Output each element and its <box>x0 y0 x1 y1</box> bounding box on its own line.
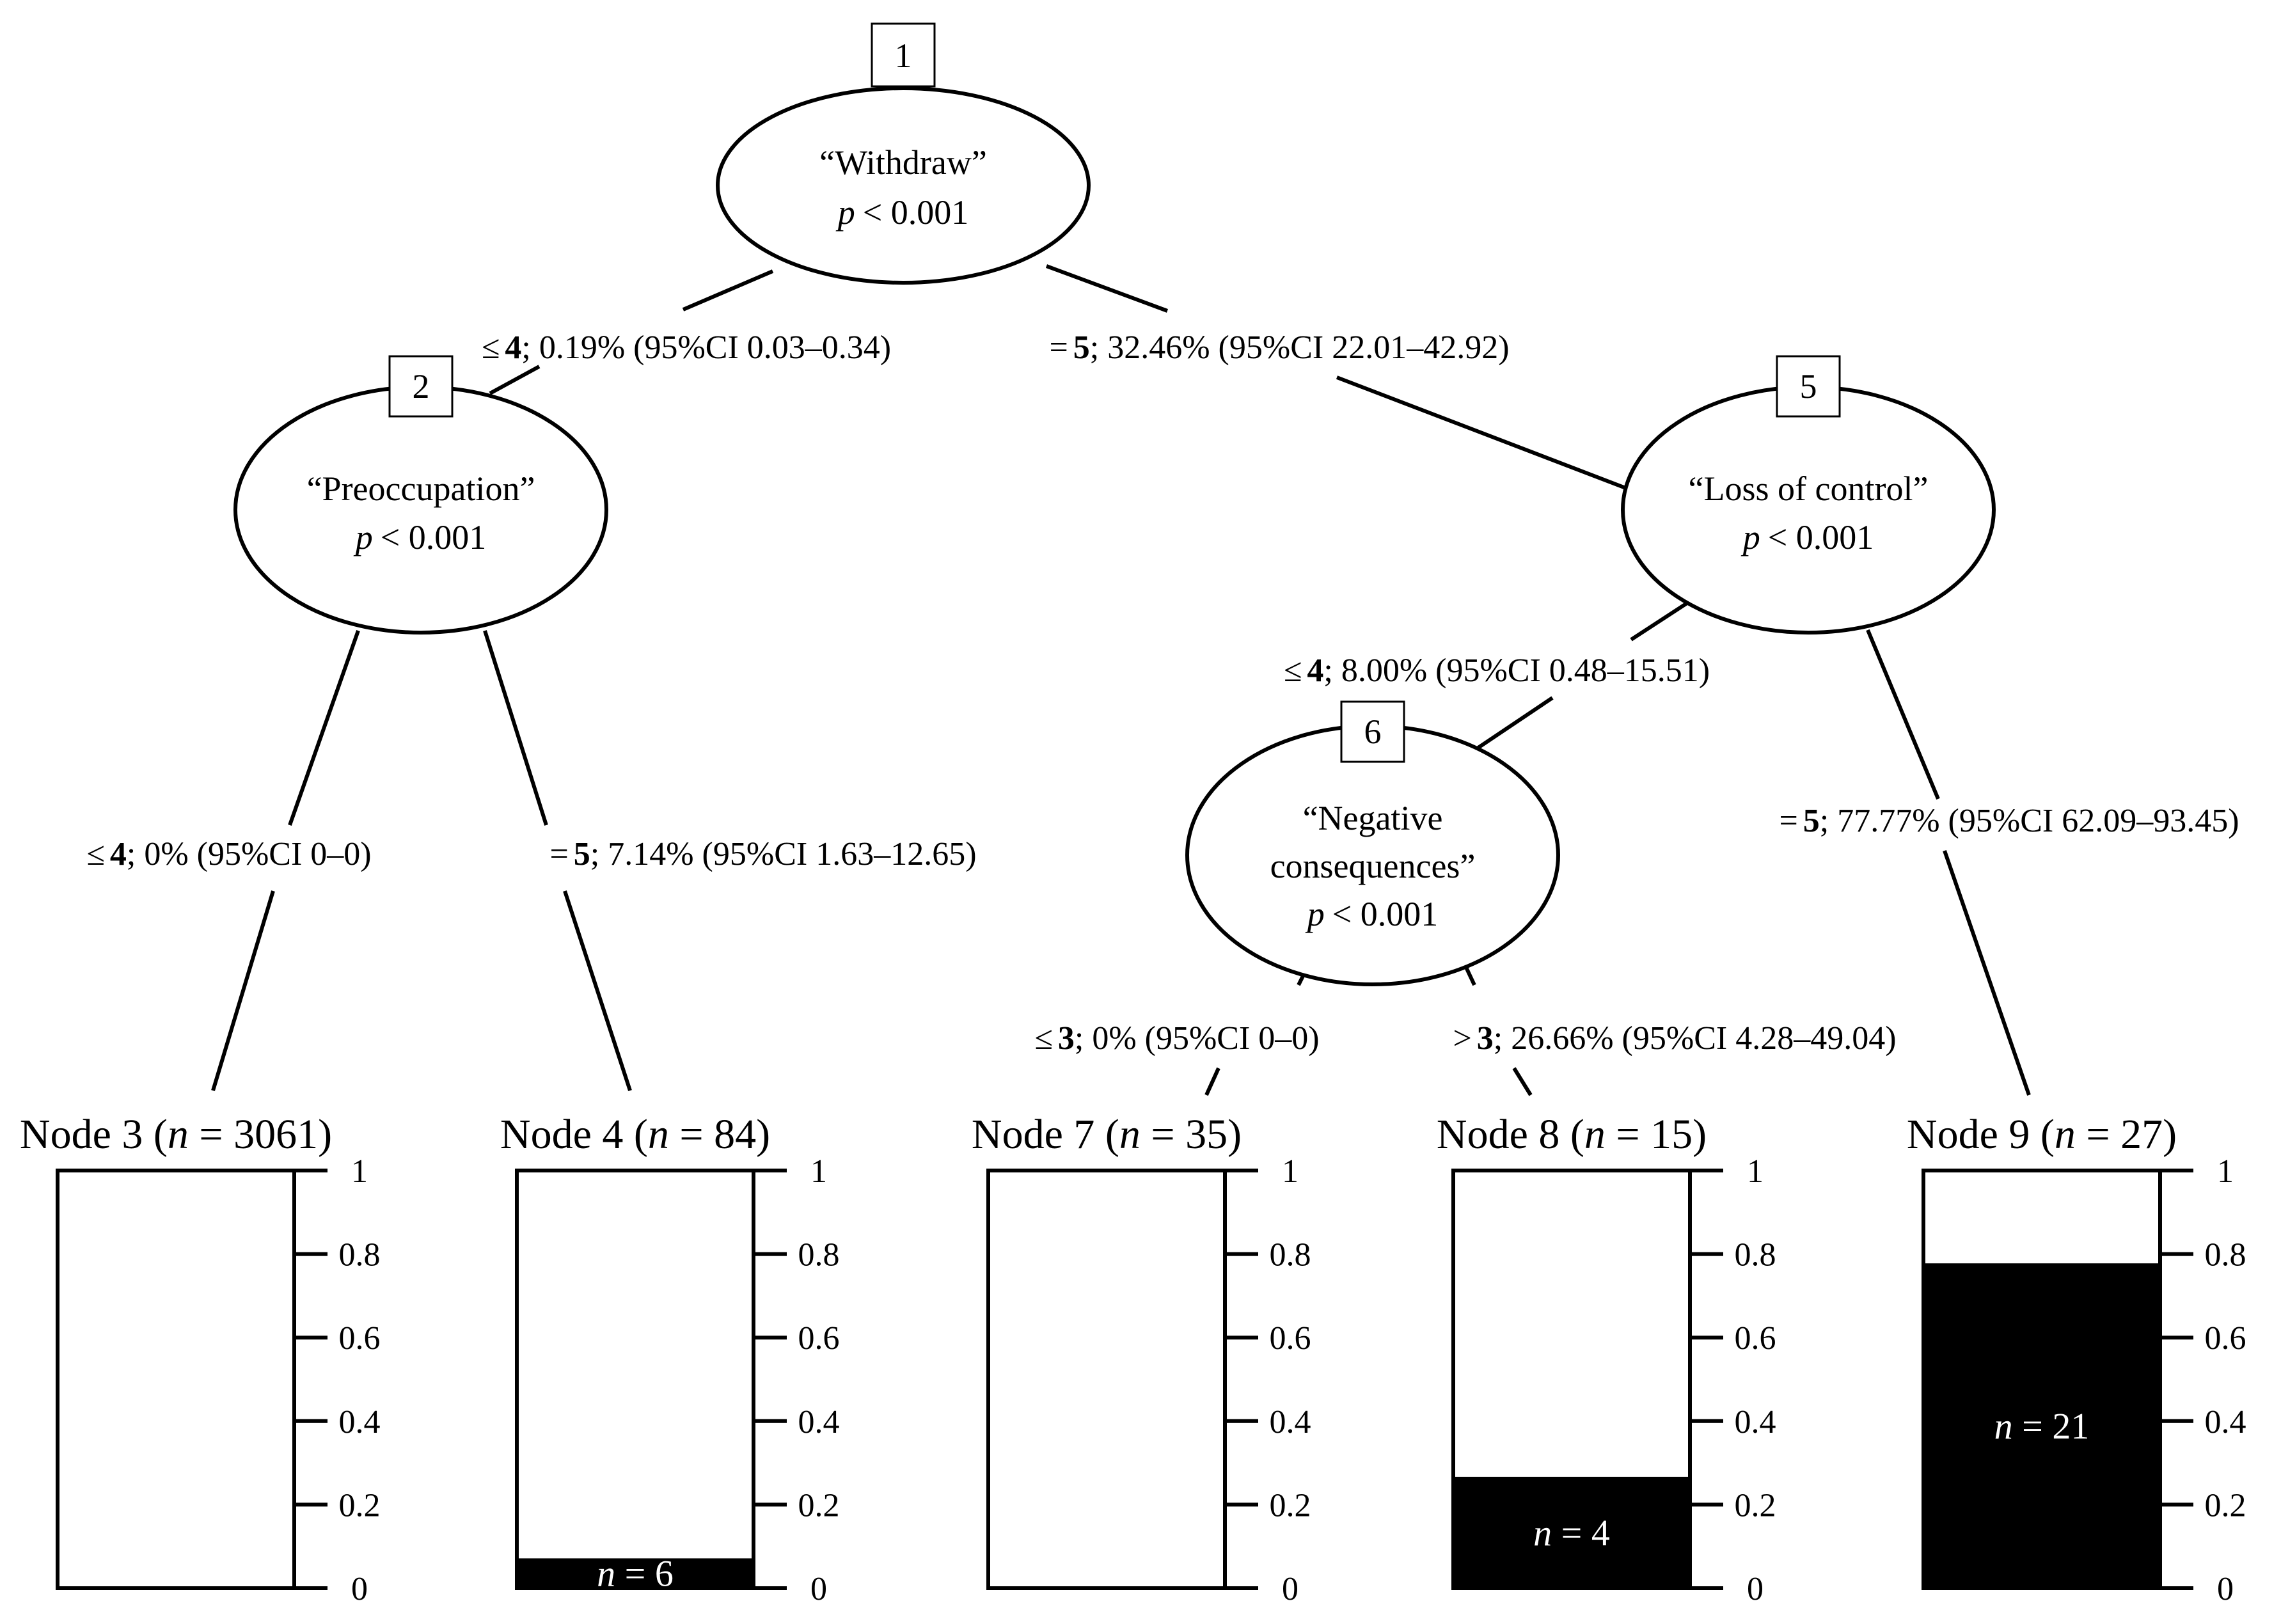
terminal-node-box <box>1922 1169 2162 1590</box>
positive-fraction-bar <box>517 1558 754 1588</box>
node-p-value: p< 0.001 <box>1305 895 1438 933</box>
axis-tick-label: 0.6 <box>1270 1320 1311 1357</box>
positive-fraction-bar <box>1453 1476 1690 1588</box>
axis-tick-label: 0 <box>1282 1571 1298 1607</box>
edge-label-1-5: =5; 32.46% (95%CI 22.01–42.92) <box>1049 329 1509 366</box>
axis-tick-label: 0.4 <box>339 1404 381 1440</box>
terminal-node-title: Node 9 (n = 27) <box>1907 1111 2177 1158</box>
node-ellipse <box>233 385 608 635</box>
node-variable: “Loss of control” <box>1689 469 1929 508</box>
edge-line-1-5-lower <box>1336 375 1634 493</box>
node-id: 2 <box>413 367 430 406</box>
edge-label-2-3: ≤4; 0% (95%CI 0–0) <box>86 836 371 872</box>
axis-tick-label: 0.6 <box>798 1320 840 1357</box>
axis-tick-label: 0 <box>810 1571 827 1607</box>
terminal-node-box <box>56 1169 296 1590</box>
edge-label-2-4: =5; 7.14% (95%CI 1.63–12.65) <box>549 836 976 872</box>
axis-tick-label: 0.8 <box>798 1237 840 1273</box>
edge-label-1-2: ≤4; 0.19% (95%CI 0.03–0.34) <box>482 329 891 366</box>
axis-tick-label: 1 <box>810 1153 827 1190</box>
node-p-value: p< 0.001 <box>835 193 968 232</box>
terminal-nodes: Node 3 (n = 3061) 0 0.2 0.4 0.6 0.8 1 Node 4 (n… <box>20 1111 2246 1607</box>
axis-tick-label: 0.8 <box>1735 1237 1776 1273</box>
axis-tick-label: 0.2 <box>339 1487 381 1524</box>
terminal-node-box <box>1451 1169 1692 1590</box>
axis-tick-label: 0 <box>2217 1571 2234 1607</box>
edge-line-1-5-upper <box>1045 264 1169 313</box>
edge-line-1-2-upper <box>682 269 774 311</box>
node-variable: “Preoccupation” <box>307 469 535 508</box>
edge-line-5-6-upper <box>1630 599 1691 642</box>
node-variable: “Withdraw” <box>819 143 987 182</box>
node-variable-line-1: “Negative <box>1303 799 1443 837</box>
axis-tick-label: 0.2 <box>2205 1487 2246 1524</box>
edge-line-5-9-upper <box>1866 629 1940 800</box>
axis-tick-label: 0.8 <box>1270 1237 1311 1273</box>
edge-label-6-8: >3; 26.66% (95%CI 4.28–49.04) <box>1453 1020 1896 1057</box>
edge-label-5-6: ≤4; 8.00% (95%CI 0.48–15.51) <box>1284 652 1710 689</box>
edge-line-1-2-lower <box>489 365 541 395</box>
edge-label-6-7: ≤3; 0% (95%CI 0–0) <box>1034 1020 1319 1057</box>
node-ellipse <box>716 86 1091 285</box>
inner-node-1: 1 “Withdraw” p< 0.001 <box>716 22 1091 285</box>
inner-node-2: 2 “Preoccupation” p< 0.001 <box>233 355 608 635</box>
node-id-box <box>1776 355 1841 418</box>
terminal-node-3: Node 3 (n = 3061) 0 0.2 0.4 0.6 0.8 1 <box>20 1111 381 1607</box>
axis-tick-label: 0.6 <box>339 1320 381 1357</box>
terminal-node-8: Node 8 (n = 15) n = 4 0 0.2 0.4 0.6 0.8 1 <box>1437 1111 1776 1607</box>
edge-line-5-9-lower <box>1943 850 2031 1096</box>
edge-line-6-7-lower <box>1204 1067 1220 1096</box>
axis-tick-label: 1 <box>1282 1153 1298 1190</box>
edge-line-5-6-lower <box>1464 696 1554 759</box>
node-id: 1 <box>895 36 912 75</box>
terminal-node-title: Node 8 (n = 15) <box>1437 1111 1707 1158</box>
axis-tick-label: 0.2 <box>798 1487 840 1524</box>
axis-tick-label: 1 <box>1747 1153 1764 1190</box>
axis-tick-label: 0.8 <box>2205 1237 2246 1273</box>
node-p-value: p< 0.001 <box>1740 518 1874 556</box>
axis-tick-label: 0.2 <box>1735 1487 1776 1524</box>
axis-tick-label: 0.8 <box>339 1237 381 1273</box>
axis-tick-label: 0.2 <box>1270 1487 1311 1524</box>
inner-node-5: 5 “Loss of control” p< 0.001 <box>1621 355 1996 635</box>
edge-label-5-9: =5; 77.77% (95%CI 62.09–93.45) <box>1779 803 2239 839</box>
edge-line-2-3-upper <box>288 630 360 826</box>
axis-tick-label: 0.4 <box>1735 1404 1776 1440</box>
axis-tick-label: 1 <box>351 1153 368 1190</box>
terminal-node-title: Node 7 (n = 35) <box>972 1111 1242 1158</box>
axis-tick-label: 1 <box>2217 1153 2234 1190</box>
node-variable-line-2: consequences” <box>1270 847 1476 885</box>
terminal-node-box <box>515 1169 755 1590</box>
axis-tick-label: 0.6 <box>1735 1320 1776 1357</box>
node-p-value: p< 0.001 <box>353 518 486 556</box>
node-id: 5 <box>1800 367 1817 406</box>
axis-tick-label: 0.4 <box>1270 1404 1311 1440</box>
node-id-box <box>1340 700 1405 763</box>
terminal-node-title: Node 3 (n = 3061) <box>20 1111 332 1158</box>
edge-line-2-3-lower <box>211 890 275 1091</box>
positive-fraction-bar <box>1923 1263 2160 1588</box>
axis-tick-label: 0.4 <box>2205 1404 2246 1440</box>
axis-tick-label: 0.6 <box>2205 1320 2246 1357</box>
axis-tick-label: 0 <box>351 1571 368 1607</box>
node-id-box <box>388 355 454 418</box>
terminal-node-title: Node 4 (n = 84) <box>500 1111 770 1158</box>
edge-line-6-8-lower <box>1512 1067 1533 1096</box>
terminal-node-box <box>986 1169 1227 1590</box>
node-ellipse <box>1621 385 1996 635</box>
edge-line-2-4-lower <box>563 890 632 1091</box>
edge-line-2-4-upper <box>483 630 548 826</box>
terminal-node-9: Node 9 (n = 27) n = 21 0 0.2 0.4 0.6 0.8 1 <box>1907 1111 2246 1607</box>
axis-tick-label: 0.4 <box>798 1404 840 1440</box>
bar-count-label: n = 4 <box>1533 1512 1610 1554</box>
inner-node-6: 6 “Negative consequences” p< 0.001 <box>1185 700 1560 986</box>
node-id: 6 <box>1364 713 1382 751</box>
node-id-box <box>871 22 936 88</box>
terminal-node-7: Node 7 (n = 35) 0 0.2 0.4 0.6 0.8 1 <box>972 1111 1311 1607</box>
axis-tick-label: 0 <box>1747 1571 1764 1607</box>
bar-count-label: n = 21 <box>1994 1405 2090 1447</box>
